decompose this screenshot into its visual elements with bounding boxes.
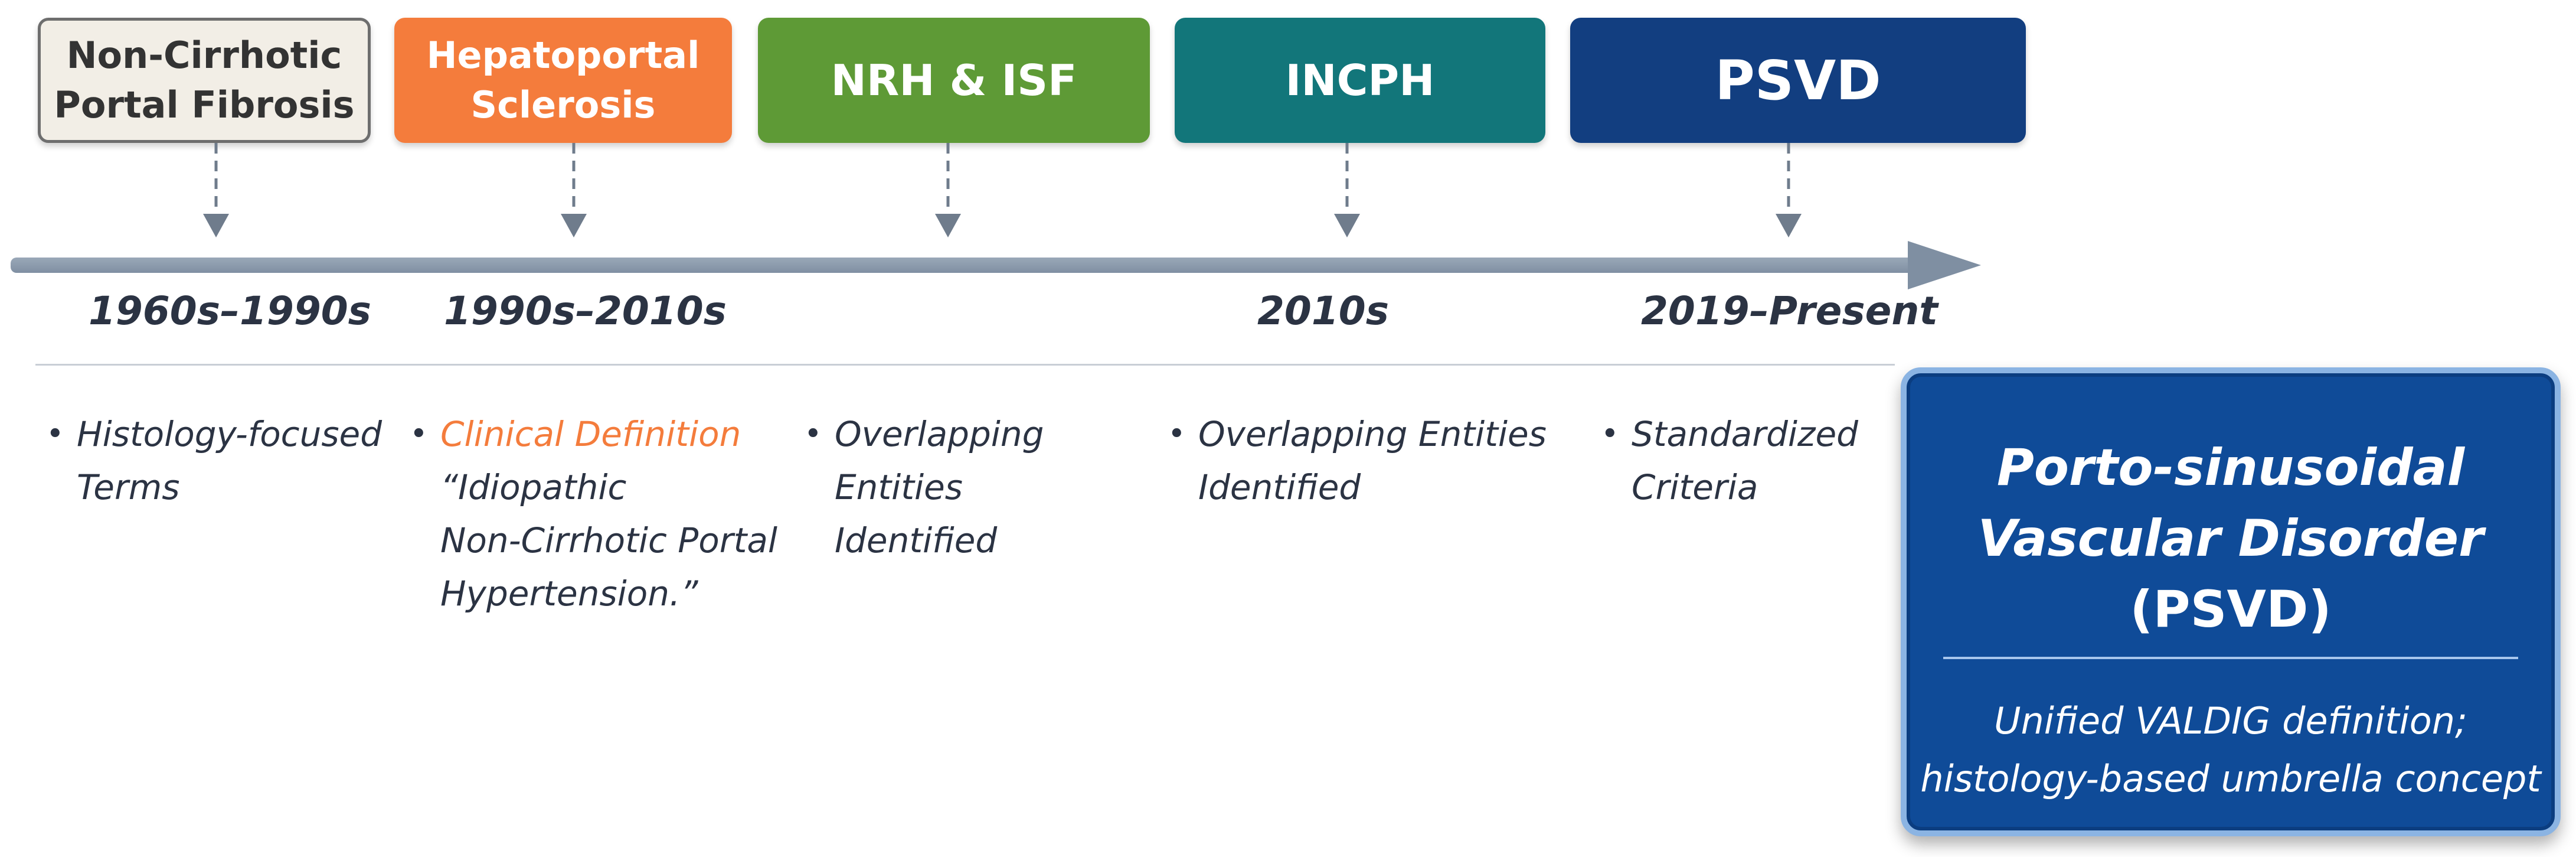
psvd-panel-title: Porto-sinusoidal Vascular Disorder (PSVD… — [1907, 432, 2555, 645]
bullet-icon: • — [46, 416, 64, 452]
description-overlapping-entities-1: • Overlapping Entities Identified — [800, 408, 1044, 567]
era-label: Non-Cirrhotic Portal Fibrosis — [54, 34, 355, 126]
description-line: Histology-focused — [77, 414, 383, 454]
era-box-incph: INCPH — [1175, 18, 1545, 143]
description-clinical-definition: • Clinical Definition “Idiopathic Non-Ci… — [406, 408, 777, 620]
era-label: NRH & ISF — [831, 56, 1077, 105]
era-box-hepatoportal-sclerosis: Hepatoportal Sclerosis — [394, 18, 732, 143]
description-histology-focused: • Histology-focused Terms — [43, 408, 382, 514]
dashed-connector-arrow — [203, 143, 229, 237]
divider-line — [35, 364, 1895, 366]
description-standardized-criteria: • Standardized Criteria — [1597, 408, 1858, 514]
era-box-psvd: PSVD — [1570, 18, 2026, 143]
dashed-connector-arrow — [561, 143, 587, 237]
description-line: Terms — [77, 467, 180, 507]
description-line: Criteria — [1632, 467, 1758, 507]
dashed-connector-arrow — [935, 143, 961, 237]
date-label-2019-present: 2019–Present — [1641, 288, 1938, 334]
era-box-nrh-isf: NRH & ISF — [758, 18, 1150, 143]
description-line: Identified — [1198, 467, 1361, 507]
era-label: Hepatoportal Sclerosis — [426, 34, 700, 126]
era-box-non-cirrhotic-portal-fibrosis: Non-Cirrhotic Portal Fibrosis — [38, 18, 371, 143]
dashed-connector-arrow — [1776, 143, 1802, 237]
psvd-subtitle-line: Unified VALDIG definition; — [1994, 699, 2467, 742]
bullet-icon: • — [804, 416, 822, 452]
dashed-connector-arrow — [1334, 143, 1360, 237]
era-label: INCPH — [1285, 56, 1435, 105]
bullet-icon: • — [1601, 416, 1619, 452]
era-label: PSVD — [1715, 48, 1881, 112]
clinical-definition-highlight: Clinical Definition — [440, 414, 741, 454]
description-line: Standardized — [1632, 414, 1858, 454]
psvd-title-abbreviation: (PSVD) — [2130, 580, 2332, 639]
date-label-2010s: 2010s — [1257, 288, 1389, 334]
bullet-icon: • — [410, 416, 428, 452]
psvd-panel-subtitle: Unified VALDIG definition; histology-bas… — [1907, 692, 2555, 808]
psvd-title-line: Porto-sinusoidal — [1996, 438, 2465, 497]
description-line: Identified — [835, 520, 998, 561]
description-line: Overlapping Entities — [1198, 414, 1547, 454]
description-line: Entities — [835, 467, 963, 507]
bullet-icon: • — [1168, 416, 1186, 452]
psvd-summary-panel: Porto-sinusoidal Vascular Disorder (PSVD… — [1901, 367, 2561, 836]
description-overlapping-entities-2: • Overlapping Entities Identified — [1164, 408, 1547, 514]
psvd-subtitle-line: histology-based umbrella concept — [1920, 757, 2541, 800]
description-line: Overlapping — [835, 414, 1044, 454]
clinical-definition-quote: “Idiopathic Non-Cirrhotic Portal Hyperte… — [440, 467, 777, 614]
timeline-arrow — [11, 241, 1981, 289]
psvd-title-line: Vascular Disorder — [1977, 509, 2484, 568]
date-label-1990s-2010s: 1990s–2010s — [444, 288, 727, 334]
psvd-panel-divider — [1943, 657, 2518, 659]
date-label-1960s-1990s: 1960s–1990s — [89, 288, 371, 334]
